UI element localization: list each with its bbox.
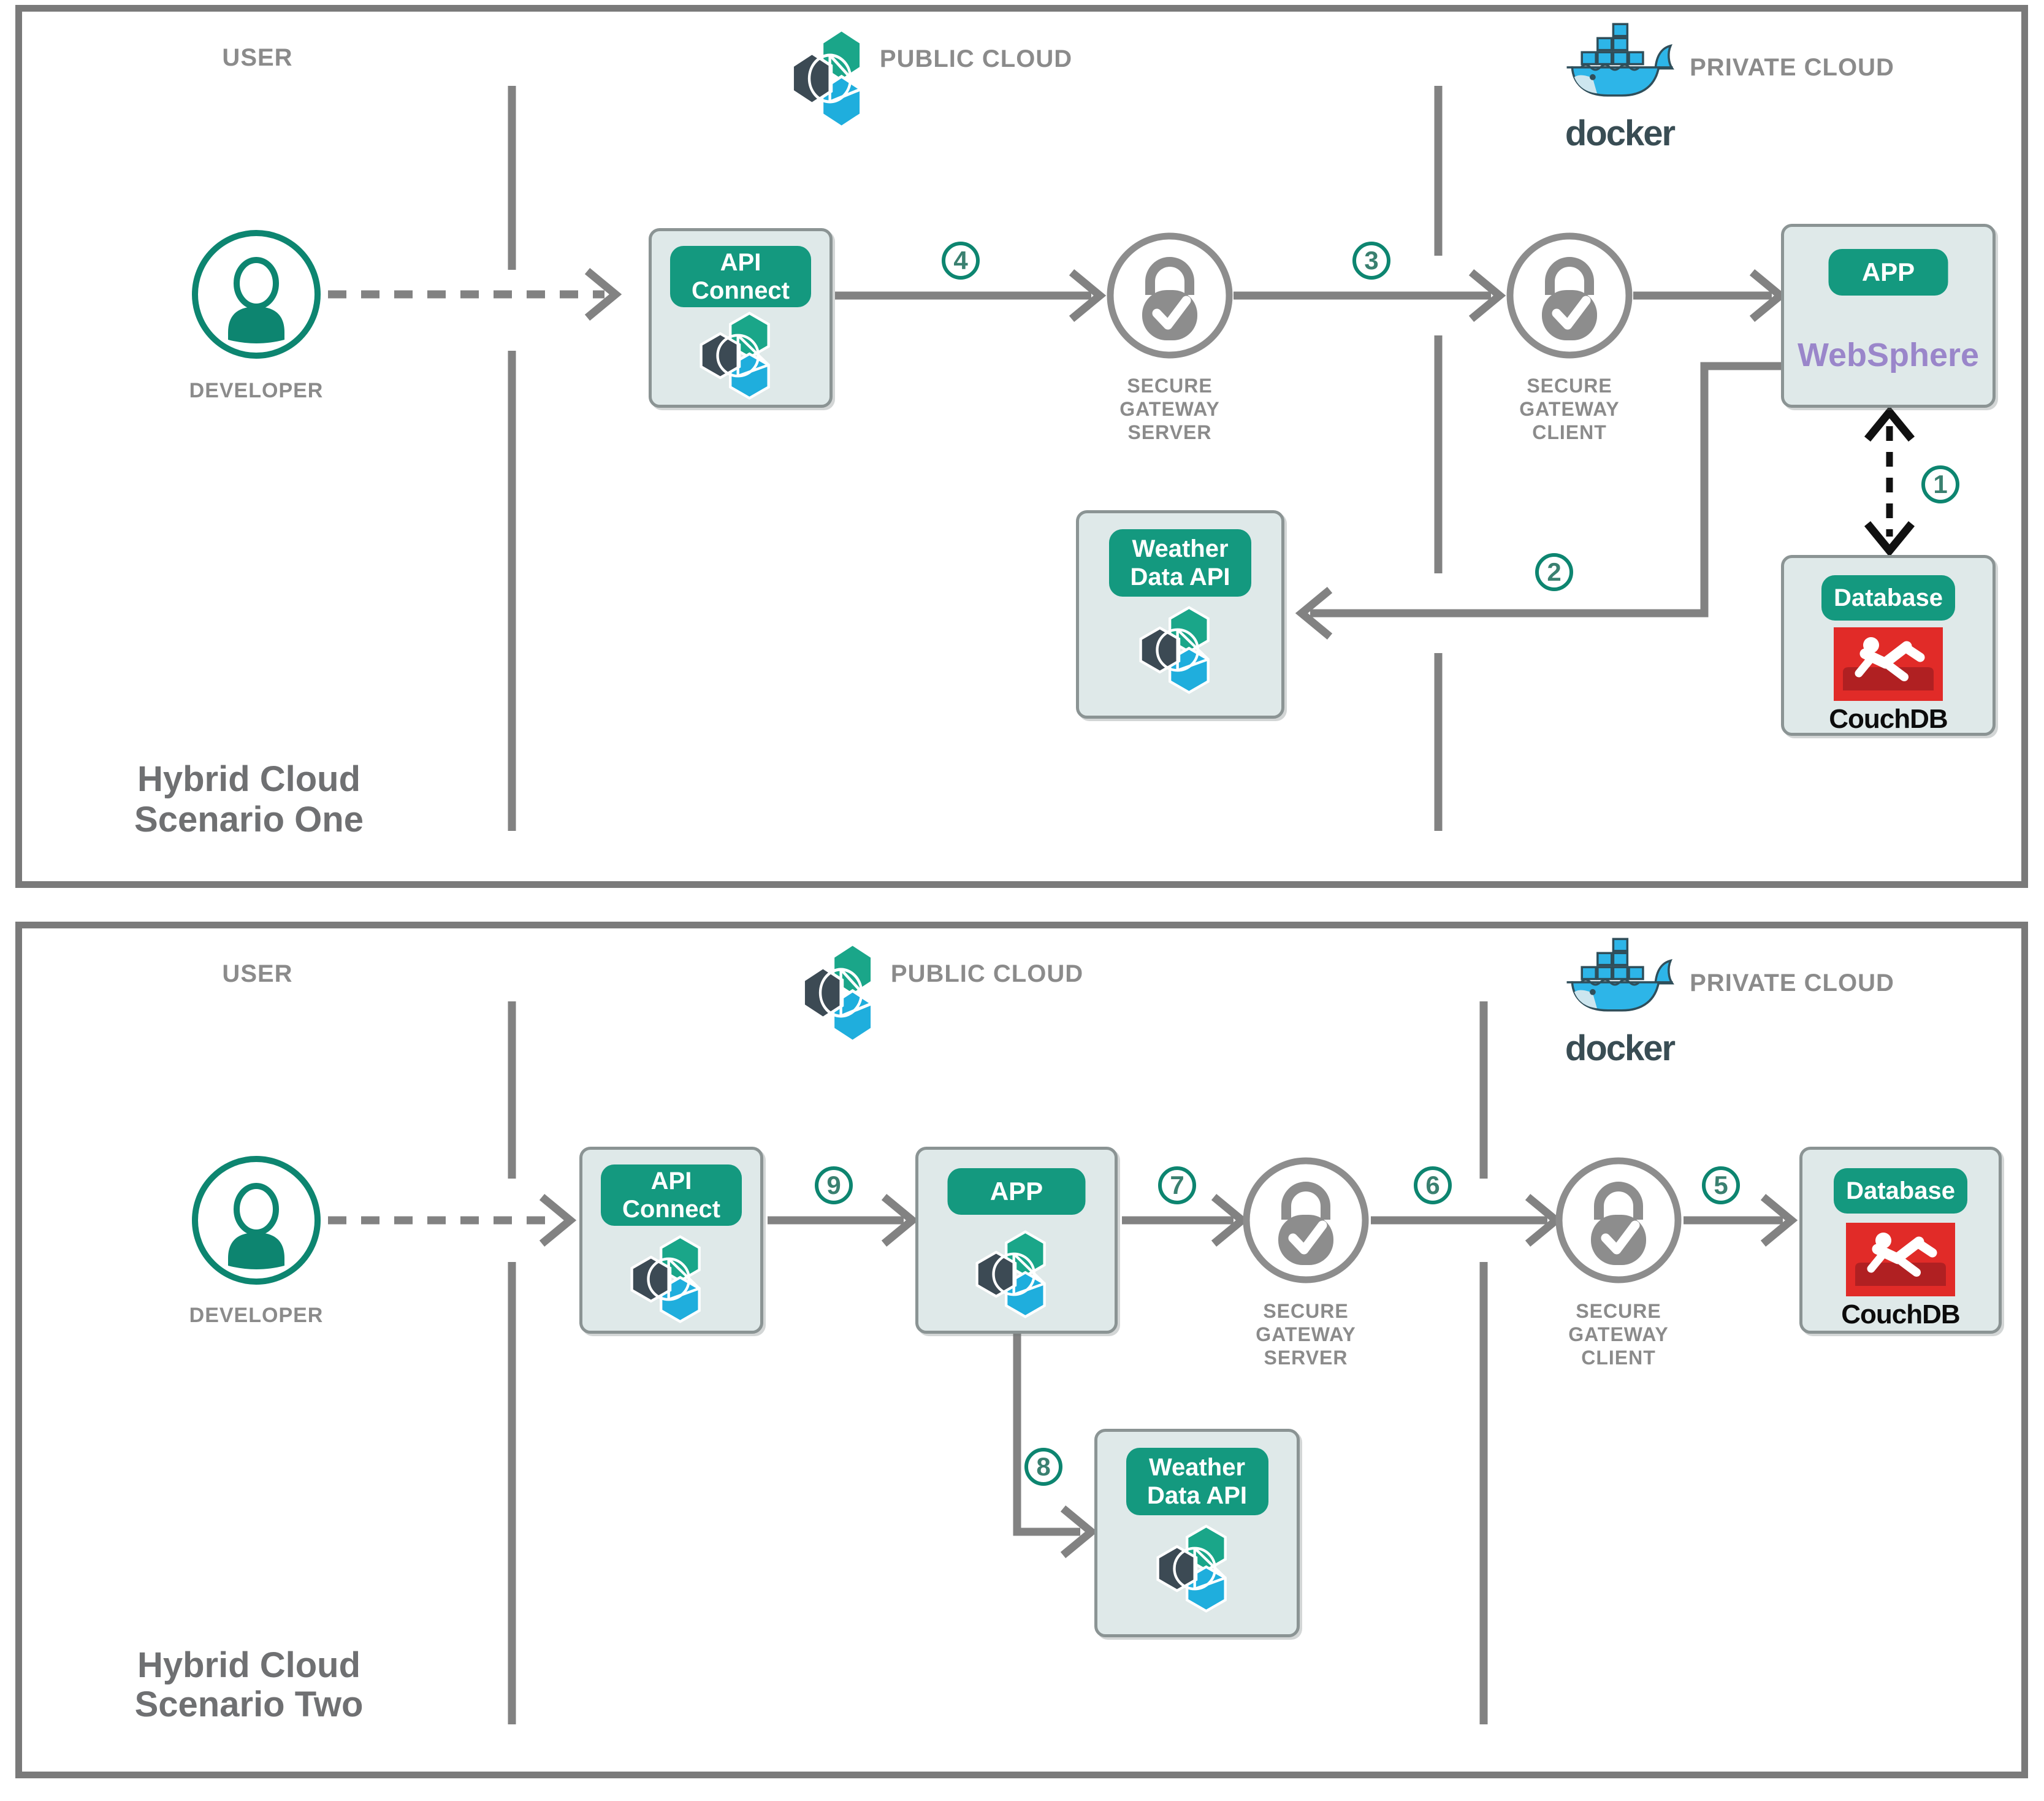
app-pill-s2: APP — [947, 1168, 1086, 1215]
api-connect-node-s2: API Connect — [579, 1147, 763, 1334]
api-connect-pill-s1: API Connect — [670, 246, 811, 307]
database-couchdb-node-s1: Database CouchDB — [1781, 555, 1996, 736]
docker-wordmark-s1: docker — [1565, 113, 1676, 153]
api-connect-label-line1: API — [720, 248, 761, 276]
developer-label-s2: DEVELOPER — [189, 1304, 324, 1327]
weather-data-api-node-s2: Weather Data API — [1094, 1429, 1300, 1637]
gateway-server-label-s1: SECURE GATEWAY SERVER — [1119, 375, 1220, 443]
public-cloud-label-s1: PUBLIC CLOUD — [879, 45, 1073, 72]
bluemix-logo — [695, 310, 787, 402]
websphere-label: WebSphere — [1797, 337, 1980, 373]
api-connect-label-line2: Connect — [622, 1196, 720, 1223]
user-region-label-s2: USER — [222, 960, 293, 987]
secure-gateway-padlock-icon — [1241, 1156, 1370, 1285]
docker-whale-logo — [1565, 21, 1674, 113]
gateway-server-label-s2: SECURE GATEWAY SERVER — [1256, 1300, 1356, 1369]
bluemix-logo — [797, 940, 890, 1046]
couchdb-logo — [1845, 1222, 1956, 1297]
app-node-s2: APP — [915, 1147, 1118, 1334]
weather-pill-s2: Weather Data API — [1126, 1448, 1268, 1515]
api-connect-label-line2: Connect — [692, 277, 790, 304]
database-label-s1: Database — [1834, 584, 1943, 611]
bluemix-logo — [1151, 1523, 1243, 1615]
step-5-badge: 5 — [1702, 1166, 1740, 1204]
weather-pill-s1: Weather Data API — [1109, 529, 1251, 597]
bluemix-logo — [1134, 604, 1226, 696]
gateway-client-label-s2: SECURE GATEWAY CLIENT — [1568, 1300, 1669, 1369]
step-8-badge: 8 — [1024, 1448, 1062, 1486]
bluemix-logo — [625, 1233, 717, 1325]
couchdb-wordmark-s1: CouchDB — [1829, 704, 1948, 734]
private-cloud-label-s2: PRIVATE CLOUD — [1690, 969, 1894, 996]
weather-label-line2: Data API — [1146, 1482, 1247, 1509]
step-3-badge: 3 — [1352, 242, 1390, 280]
weather-label-line2: Data API — [1130, 564, 1230, 591]
step-2-badge: 2 — [1535, 553, 1573, 591]
bluemix-logo — [786, 26, 879, 131]
weather-label-line1: Weather — [1132, 535, 1229, 562]
step-7-badge: 7 — [1158, 1166, 1196, 1204]
secure-gateway-padlock-icon — [1105, 231, 1234, 360]
app-pill-s1: APP — [1828, 249, 1948, 296]
developer-icon — [189, 1153, 324, 1288]
couchdb-logo — [1833, 627, 1943, 702]
developer-icon — [189, 227, 324, 362]
weather-data-api-node-s1: Weather Data API — [1076, 510, 1284, 719]
step-4-badge: 4 — [942, 242, 980, 280]
step-1-badge: 1 — [1921, 465, 1959, 503]
database-pill-s1: Database — [1821, 575, 1955, 621]
api-connect-node-s1: API Connect — [649, 228, 833, 408]
scenario-one-panel — [15, 5, 2028, 888]
bluemix-logo — [971, 1228, 1062, 1320]
step-9-badge: 9 — [815, 1166, 853, 1204]
database-pill-s2: Database — [1834, 1168, 1967, 1214]
api-connect-pill-s2: API Connect — [601, 1164, 742, 1226]
developer-label-s1: DEVELOPER — [189, 379, 324, 402]
app-websphere-node: APP WebSphere — [1781, 224, 1996, 408]
couchdb-wordmark-s2: CouchDB — [1841, 1299, 1960, 1329]
private-cloud-label-s1: PRIVATE CLOUD — [1690, 54, 1894, 81]
app-label-s2: APP — [990, 1176, 1043, 1206]
docker-whale-logo — [1565, 936, 1674, 1028]
docker-wordmark-s2: docker — [1565, 1028, 1676, 1068]
user-region-label-s1: USER — [222, 44, 293, 71]
weather-label-line1: Weather — [1148, 1453, 1246, 1481]
public-cloud-label-s2: PUBLIC CLOUD — [890, 960, 1084, 987]
database-label-s2: Database — [1846, 1177, 1955, 1204]
step-6-badge: 6 — [1414, 1166, 1452, 1204]
scenario-one-title: Hybrid Cloud Scenario One — [134, 759, 364, 839]
secure-gateway-padlock-icon — [1505, 231, 1634, 360]
scenario-two-title: Hybrid Cloud Scenario Two — [134, 1645, 364, 1724]
database-couchdb-node-s2: Database CouchDB — [1799, 1147, 2002, 1334]
api-connect-label-line1: API — [650, 1167, 692, 1195]
gateway-client-label-s1: SECURE GATEWAY CLIENT — [1519, 375, 1620, 443]
secure-gateway-padlock-icon — [1554, 1156, 1683, 1285]
app-label-s1: APP — [1861, 257, 1915, 286]
